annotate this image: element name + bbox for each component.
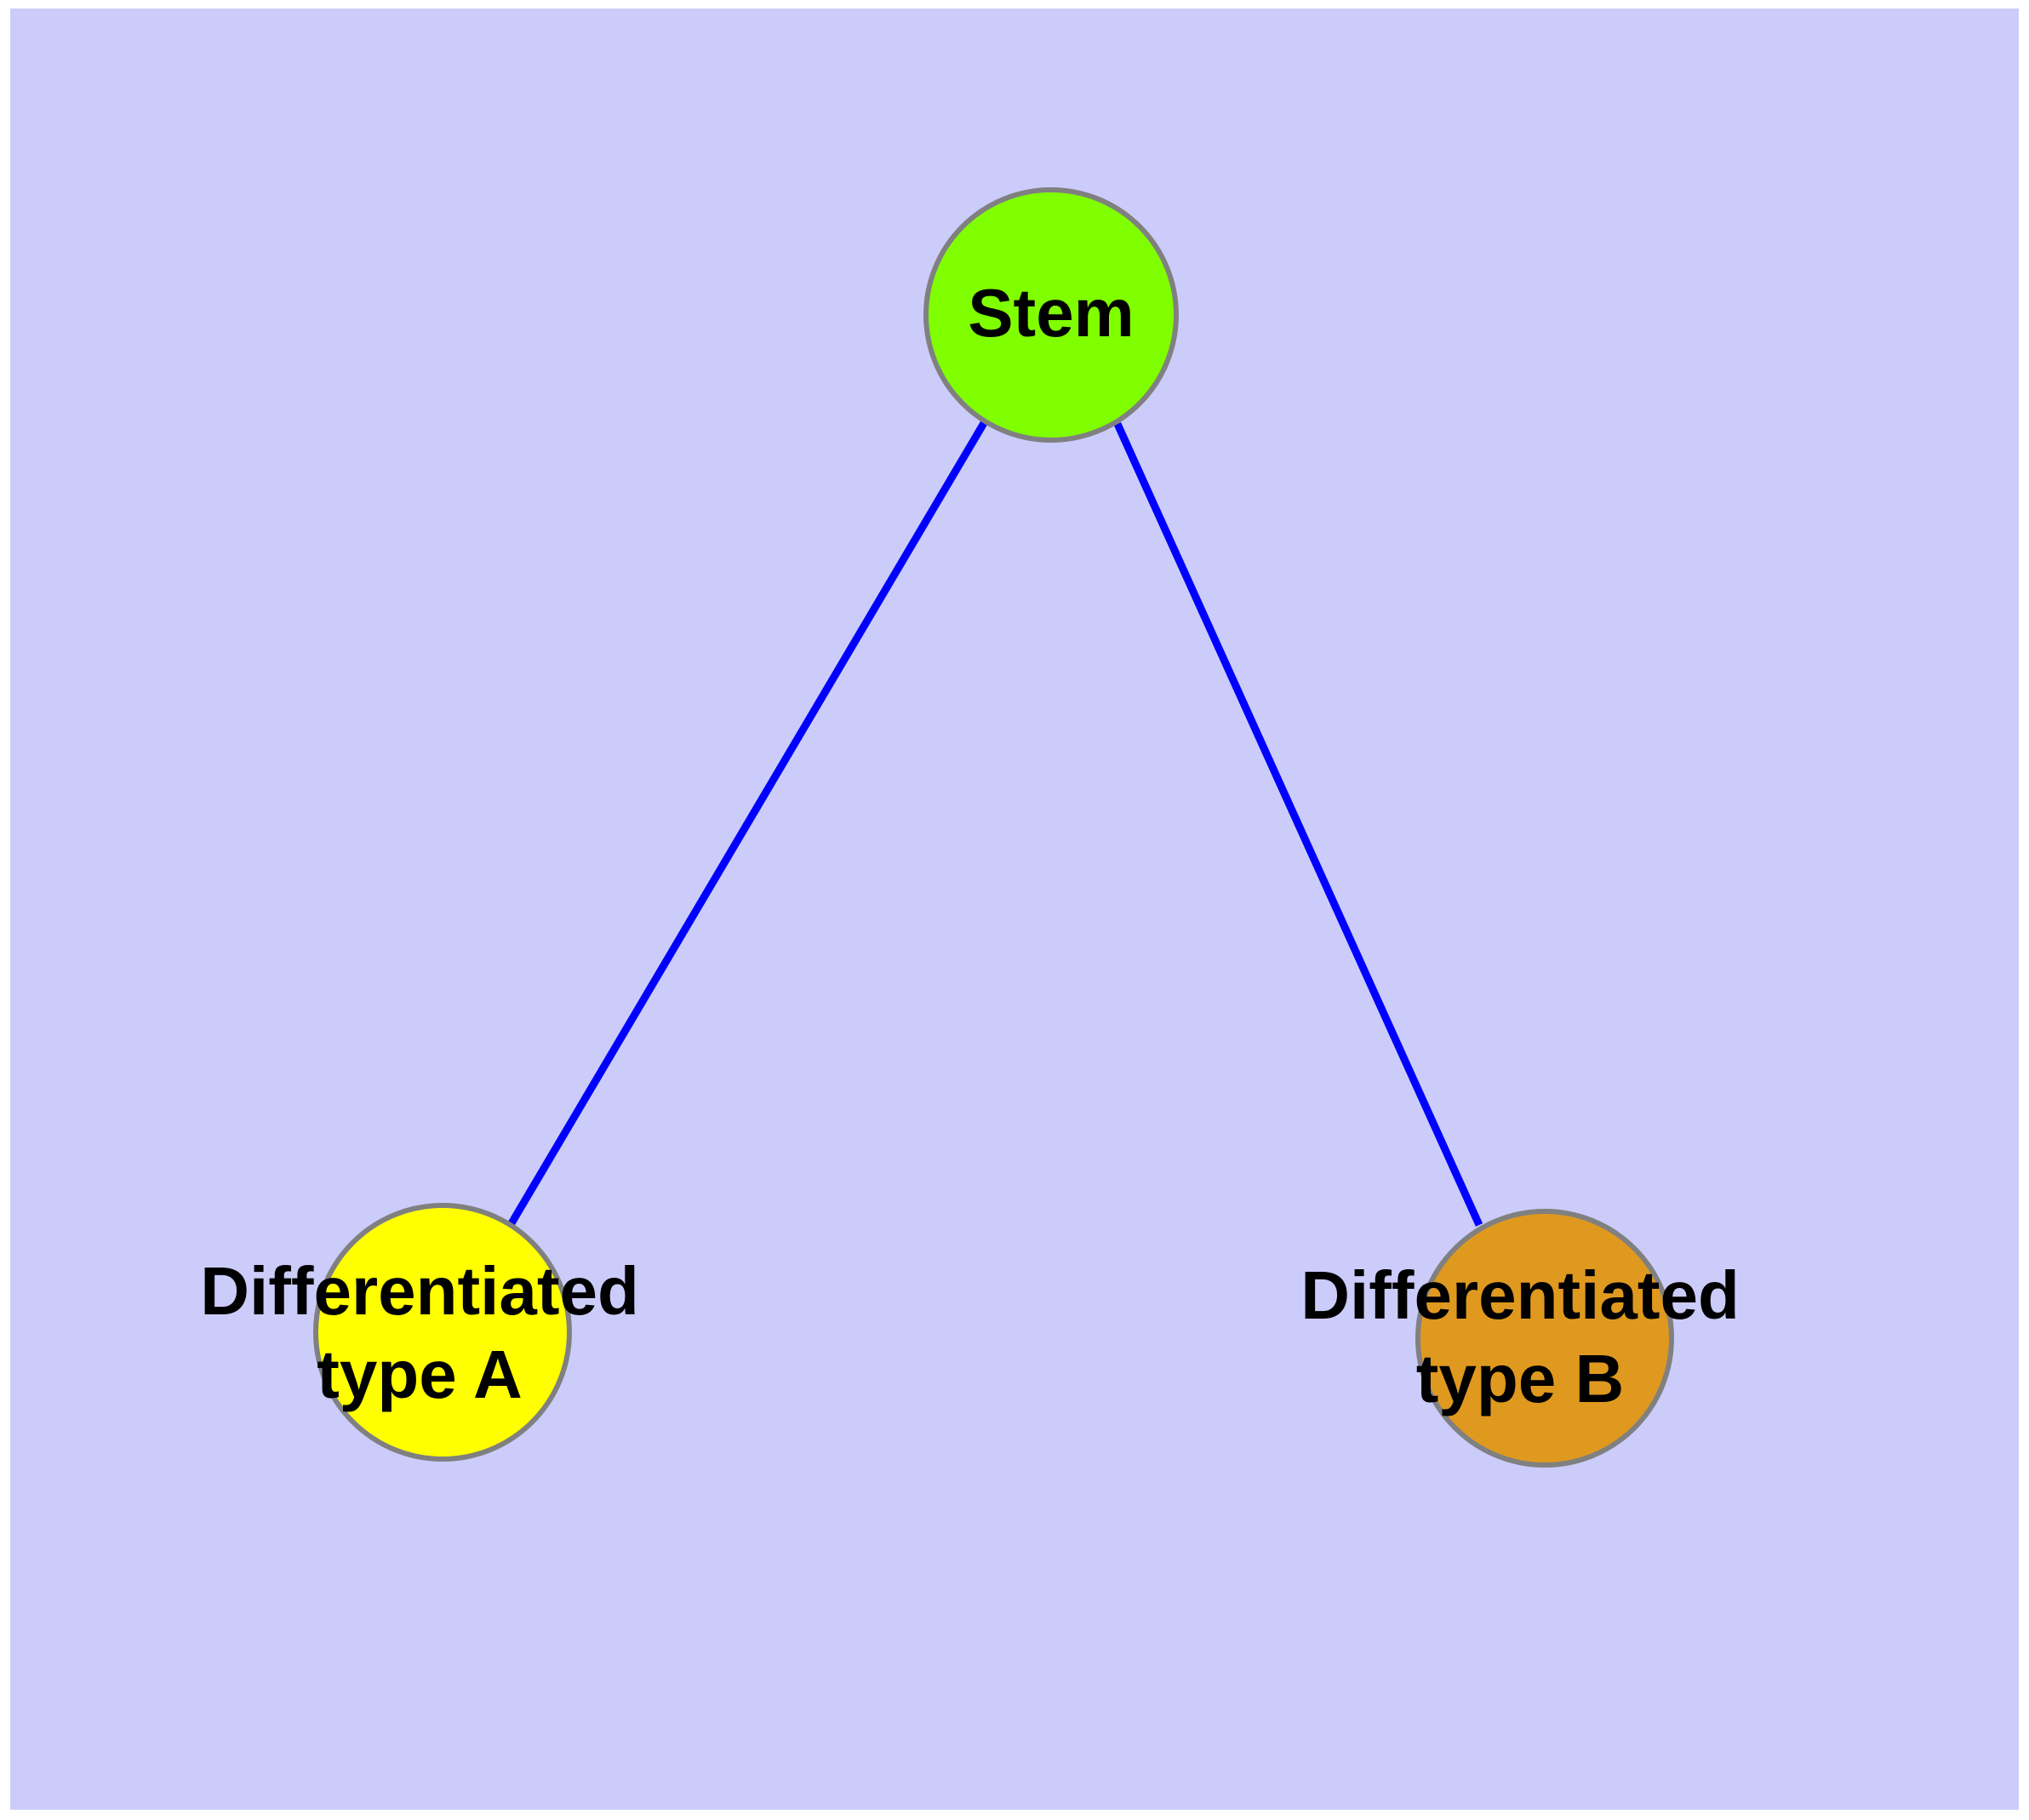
label-layer: Stem Differentiated type A Differentiate… <box>200 275 1740 1417</box>
node-differentiated-type-b-label-line1: Differentiated <box>1300 1257 1740 1333</box>
edge-stem-to-differentiated-type-b[interactable] <box>1113 422 1483 1227</box>
node-differentiated-type-a-circle[interactable] <box>313 1203 572 1462</box>
node-layer <box>313 187 1674 1468</box>
node-differentiated-type-b-label-line2: type B <box>1416 1341 1625 1417</box>
edge-stem-to-differentiated-type-a[interactable] <box>508 421 987 1226</box>
node-stem-label: Stem <box>968 275 1135 351</box>
node-differentiated-type-a-label-line1: Differentiated <box>200 1253 639 1329</box>
node-stem-circle[interactable] <box>923 187 1179 443</box>
node-differentiated-type-b-circle[interactable] <box>1415 1209 1674 1468</box>
node-differentiated-type-a-label-line2: type A <box>317 1336 523 1412</box>
edge-layer <box>508 421 1483 1227</box>
